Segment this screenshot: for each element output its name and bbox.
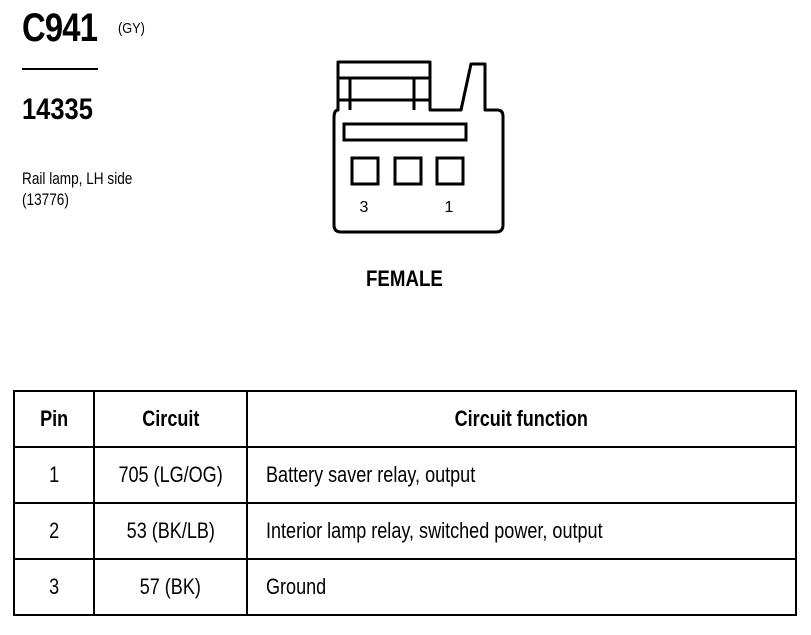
function-cell: Ground (246, 558, 797, 616)
connector-id-underline (22, 68, 98, 70)
table-header-row: Pin Circuit Circuit function (13, 390, 797, 448)
latch-slot (342, 122, 468, 142)
description-line-1: Rail lamp, LH side (22, 169, 133, 188)
connector-face-diagram: 3 1 (332, 60, 505, 234)
pin-cell: 2 (13, 502, 95, 560)
table-row: 3 57 (BK) Ground (13, 558, 797, 616)
header-circuit: Circuit (92, 390, 249, 448)
description-line-2: (13776) (22, 190, 69, 209)
pin-label-3: 3 (360, 199, 369, 216)
function-cell: Interior lamp relay, switched power, out… (246, 502, 797, 560)
pin-cell: 3 (13, 558, 95, 616)
circuit-cell: 53 (BK/LB) (92, 502, 249, 560)
circuit-cell: 705 (LG/OG) (92, 446, 249, 504)
table-row: 2 53 (BK/LB) Interior lamp relay, switch… (13, 502, 797, 560)
connector-gender-label: FEMALE (366, 266, 443, 291)
pin-cavity-2 (393, 156, 423, 186)
connector-id: C941 (22, 6, 98, 50)
connector-housing (332, 60, 505, 234)
pin-cavity-3 (350, 156, 380, 186)
header-pin: Pin (13, 390, 95, 448)
pin-label-1: 1 (445, 199, 454, 216)
table-row: 1 705 (LG/OG) Battery saver relay, outpu… (13, 446, 797, 504)
connector-description: Rail lamp, LH side (13776) (22, 168, 132, 210)
pin-cell: 1 (13, 446, 95, 504)
pin-table: Pin Circuit Circuit function 1 705 (LG/O… (13, 390, 797, 616)
part-number: 14335 (22, 93, 93, 126)
pin-cavity-1 (435, 156, 465, 186)
color-code: (GY) (118, 20, 145, 37)
circuit-cell: 57 (BK) (92, 558, 249, 616)
function-cell: Battery saver relay, output (246, 446, 797, 504)
header-circuit-function: Circuit function (246, 390, 797, 448)
